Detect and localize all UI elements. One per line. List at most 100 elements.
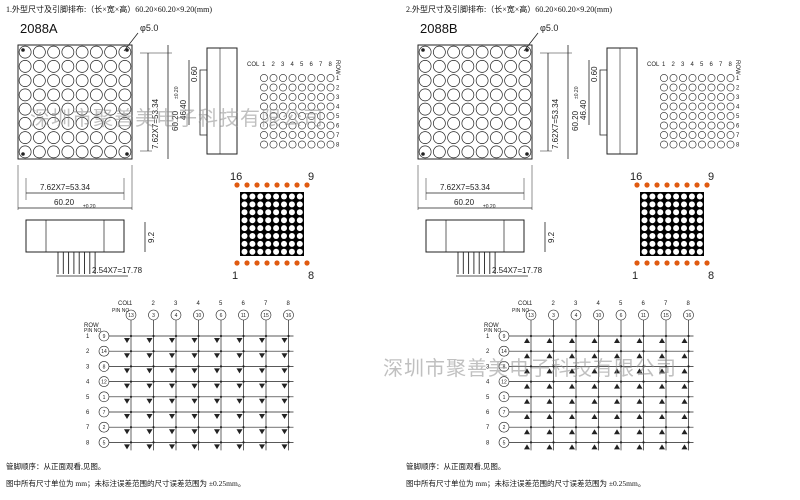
led-outline bbox=[418, 117, 432, 130]
grid-col-number: 8 bbox=[729, 62, 733, 68]
grid-led-outline bbox=[717, 140, 725, 149]
led-diode-symbol bbox=[591, 429, 598, 435]
led-diode-symbol bbox=[191, 429, 198, 435]
matrix-led bbox=[641, 233, 648, 239]
thickness-dimension: 9.2 bbox=[547, 231, 556, 243]
junction-dot bbox=[174, 441, 178, 444]
junction-dot bbox=[529, 334, 533, 338]
schematic-col-number: 1 bbox=[129, 301, 133, 307]
row-pin-number: 1 bbox=[103, 395, 106, 401]
grid-led-outline bbox=[317, 102, 325, 111]
grid-led-outline bbox=[660, 140, 668, 149]
grid-led-outline bbox=[669, 74, 678, 82]
grid-led-outline bbox=[260, 112, 268, 120]
grid-led-outline bbox=[669, 112, 678, 120]
led-outline bbox=[418, 88, 432, 102]
row-pin-number: 9 bbox=[503, 334, 506, 340]
led-outline bbox=[61, 131, 75, 144]
led-outline bbox=[518, 102, 532, 116]
led-outline bbox=[118, 145, 132, 159]
junction-dot bbox=[219, 395, 223, 398]
side-view-flange bbox=[199, 69, 207, 136]
schematic-col-number: 8 bbox=[687, 301, 691, 307]
row-pin-number: 2 bbox=[503, 425, 506, 431]
bottom-view-outline bbox=[25, 219, 125, 253]
panel-title: 1.外型尺寸及引脚排布:（长×宽×高）60.20×60.20×9.20(mm) bbox=[6, 5, 213, 14]
row-pin-number: 5 bbox=[103, 440, 106, 446]
led-outline bbox=[90, 74, 103, 87]
model-label: 2088B bbox=[420, 21, 458, 36]
junction-dot bbox=[197, 426, 200, 429]
grid-led-outline bbox=[688, 131, 697, 139]
led-diode-symbol bbox=[659, 398, 665, 404]
led-diode-symbol bbox=[524, 414, 530, 419]
pin-pad-top bbox=[294, 182, 300, 188]
junction-dot bbox=[642, 395, 645, 398]
corner-label-16: 16 bbox=[230, 171, 242, 183]
pin-pad-bottom bbox=[244, 260, 250, 266]
junction-dot bbox=[642, 426, 645, 429]
grid-led-outline bbox=[717, 102, 725, 111]
corner-label-16: 16 bbox=[630, 171, 642, 183]
matrix-led bbox=[281, 217, 287, 224]
led-diode-symbol bbox=[681, 368, 688, 374]
pin-pad-bottom bbox=[654, 260, 660, 266]
led-outline bbox=[75, 74, 89, 87]
matrix-led bbox=[681, 217, 687, 224]
grid-col-number: 5 bbox=[300, 62, 304, 68]
matrix-led bbox=[257, 201, 264, 208]
led-diode-symbol bbox=[681, 414, 688, 419]
junction-dot bbox=[242, 380, 245, 383]
junction-dot bbox=[264, 350, 268, 353]
junction-dot bbox=[174, 410, 178, 414]
led-diode-symbol bbox=[146, 444, 153, 450]
led-diode-symbol bbox=[569, 414, 575, 419]
led-diode-symbol bbox=[169, 444, 175, 450]
row-pin-number: 12 bbox=[101, 380, 107, 386]
led-outline bbox=[18, 117, 32, 130]
matrix-led bbox=[688, 209, 695, 216]
led-diode-symbol bbox=[524, 444, 530, 450]
grid-led-outline bbox=[288, 140, 297, 149]
led-diode-symbol bbox=[546, 414, 553, 419]
led-diode-symbol bbox=[236, 414, 243, 419]
matrix-led bbox=[696, 225, 703, 232]
grid-led-outline bbox=[679, 102, 687, 111]
grid-led-outline bbox=[669, 121, 678, 130]
grid-led-outline bbox=[317, 121, 325, 130]
grid-led-outline bbox=[679, 93, 687, 101]
led-outline bbox=[118, 117, 132, 130]
junction-dot bbox=[574, 365, 578, 368]
junction-dot bbox=[152, 410, 155, 414]
junction-dot bbox=[687, 365, 690, 368]
grid-led-outline bbox=[698, 112, 706, 120]
grid-led-outline bbox=[260, 93, 268, 101]
led-diode-symbol bbox=[681, 429, 688, 435]
matrix-led bbox=[288, 225, 295, 232]
grid-led-outline bbox=[660, 121, 668, 130]
grid-row-number: 8 bbox=[336, 143, 340, 149]
bottom-view-tab bbox=[25, 219, 47, 253]
schematic-row-number: 3 bbox=[86, 364, 90, 370]
junction-dot bbox=[664, 410, 668, 414]
matrix-led bbox=[696, 209, 703, 216]
matrix-led bbox=[257, 225, 264, 232]
grid-led-outline bbox=[707, 131, 716, 139]
grid-led-outline bbox=[726, 131, 735, 139]
led-diode-symbol bbox=[636, 414, 643, 419]
matrix-led bbox=[296, 240, 303, 247]
matrix-led bbox=[673, 209, 680, 216]
schematic-row-number: 4 bbox=[86, 380, 90, 386]
grid-led-outline bbox=[717, 131, 725, 139]
front-view-outline bbox=[17, 44, 133, 160]
pin-pad-bottom bbox=[684, 260, 690, 266]
col-pin-number: 3 bbox=[152, 313, 155, 319]
led-outline bbox=[104, 45, 117, 59]
led-diode-symbol bbox=[636, 444, 643, 450]
led-outline bbox=[518, 45, 532, 59]
matrix-led bbox=[673, 240, 680, 247]
grid-led-outline bbox=[688, 121, 697, 130]
corner-mark bbox=[421, 152, 425, 156]
grid-led-outline bbox=[307, 112, 316, 120]
led-diode-symbol bbox=[124, 414, 130, 419]
